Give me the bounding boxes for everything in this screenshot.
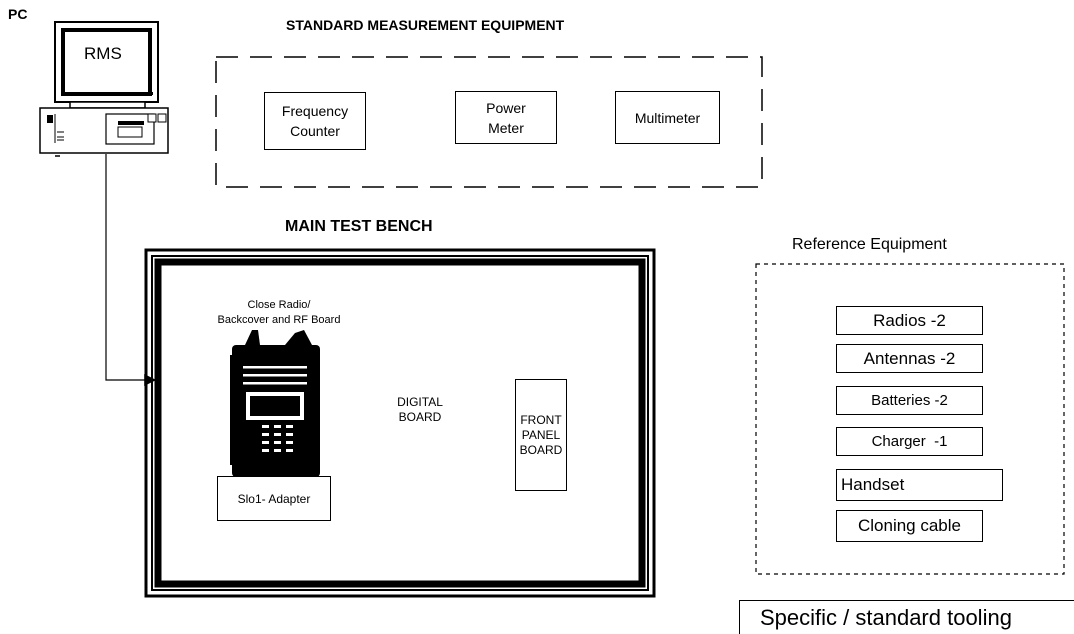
reference-frame (755, 263, 1065, 575)
reference-item-radios: Radios -2 (836, 306, 983, 335)
adapter-box: Slo1- Adapter (217, 476, 331, 521)
radio-icon (230, 330, 320, 477)
reference-item-handset: Handset (836, 469, 1003, 501)
standard-equipment-frame (215, 56, 763, 188)
multimeter-box: Multimeter (615, 91, 720, 144)
pc-to-bench-connector (105, 154, 157, 386)
digital-board-label: DIGITAL BOARD (397, 395, 443, 424)
main-bench-frame (144, 248, 656, 598)
pc-screen-text: RMS (84, 44, 122, 63)
reference-item-cloning-cable: Cloning cable (836, 510, 983, 542)
front-panel-board: FRONT PANEL BOARD (515, 379, 567, 491)
standard-equipment-title: STANDARD MEASUREMENT EQUIPMENT (286, 17, 565, 33)
pc-label: PC (8, 6, 28, 22)
tooling-caption: Specific / standard tooling (739, 600, 1074, 634)
pc-computer-icon (39, 21, 169, 157)
reference-title: Reference Equipment (792, 236, 947, 253)
radio-caption: Close Radio/ Backcover and RF Board (217, 299, 341, 326)
main-bench-title: MAIN TEST BENCH (285, 218, 433, 235)
reference-item-batteries: Batteries -2 (836, 386, 983, 415)
reference-item-antennas: Antennas -2 (836, 344, 983, 373)
reference-item-charger: Charger -1 (836, 427, 983, 456)
